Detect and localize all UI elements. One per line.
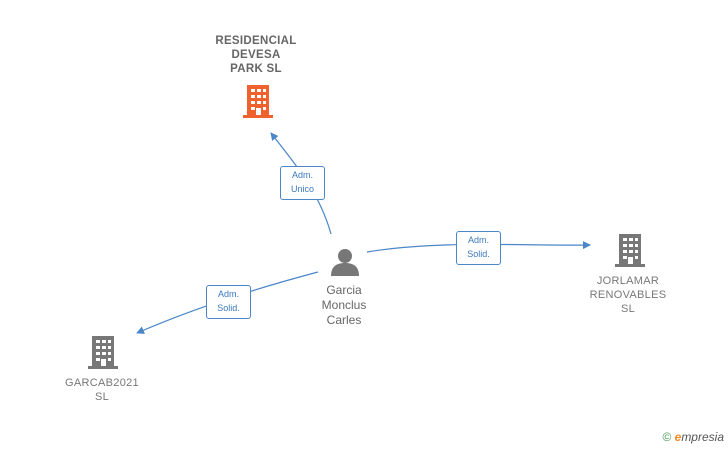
- node-label-garcab[interactable]: GARCAB2021 SL: [44, 376, 160, 404]
- edge-label-line: Solid.: [467, 249, 490, 259]
- edge-label-line: Adm.: [467, 235, 489, 245]
- node-label-jorlamar[interactable]: JORLAMAR RENOVABLES SL: [570, 274, 686, 316]
- node-label-line: SL: [94, 391, 110, 403]
- edge-label-line: Unico: [290, 184, 314, 194]
- node-label-line: Garcia: [326, 283, 362, 297]
- node-label-line: Carles: [326, 313, 362, 327]
- building-icon-residencial[interactable]: [243, 85, 273, 118]
- node-label-line: RENOVABLES: [589, 289, 667, 301]
- brand-footer: © empresia: [662, 430, 724, 444]
- brand-logo-text: mpresia: [681, 430, 724, 444]
- node-label-line: PARK SL: [230, 63, 282, 75]
- edge-label-jorlamar[interactable]: Adm. Solid.: [456, 231, 501, 265]
- node-label-line: DEVESA: [231, 49, 281, 61]
- node-label-line: RESIDENCIAL: [215, 35, 297, 47]
- brand-logo-initial: e: [674, 430, 682, 444]
- building-icon-garcab[interactable]: [88, 336, 118, 369]
- edge-label-line: Adm.: [291, 170, 313, 180]
- edge-label-line: Solid.: [217, 303, 240, 313]
- node-label-line: GARCAB2021: [65, 377, 139, 389]
- node-label-residencial[interactable]: RESIDENCIAL DEVESA PARK SL: [196, 34, 316, 76]
- node-label-line: SL: [620, 303, 636, 315]
- edge-label-garcab[interactable]: Adm. Solid.: [206, 285, 251, 319]
- node-label-line: Monclus: [321, 298, 367, 312]
- person-icon[interactable]: [331, 249, 359, 276]
- building-icon-jorlamar[interactable]: [615, 234, 645, 267]
- node-label-person[interactable]: Garcia Monclus Carles: [296, 283, 392, 328]
- edge-label-residencial[interactable]: Adm. Unico: [280, 166, 325, 200]
- edge-label-line: Adm.: [217, 289, 239, 299]
- node-label-line: JORLAMAR: [596, 275, 660, 287]
- copyright-icon: ©: [662, 430, 672, 444]
